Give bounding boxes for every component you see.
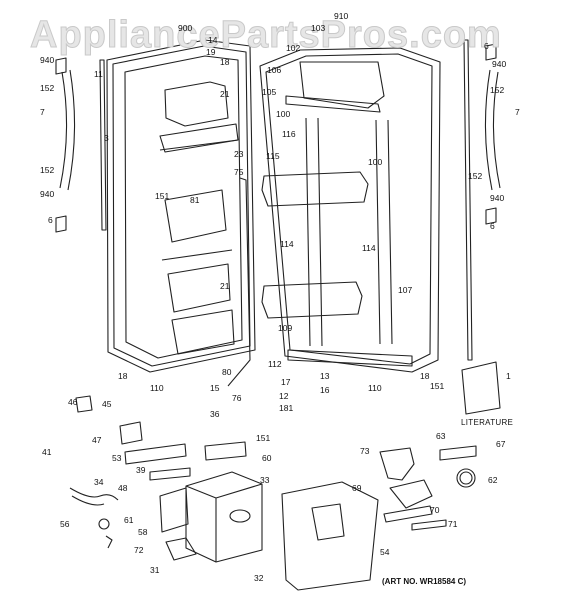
part-callout-18: 18	[220, 57, 230, 67]
part-callout-70: 70	[430, 505, 440, 515]
part-callout-6: 6	[48, 215, 53, 225]
part-callout-152: 152	[40, 165, 55, 175]
part-callout-81: 81	[190, 195, 200, 205]
part-callout-41: 41	[42, 447, 52, 457]
part-callout-62: 62	[488, 475, 498, 485]
part-callout-19: 19	[206, 47, 216, 57]
part-callout-1: 1	[506, 371, 511, 381]
part-callout-34: 34	[94, 477, 104, 487]
part-callout-76: 76	[232, 393, 242, 403]
part-callout-116: 116	[282, 129, 296, 139]
part-callout-11: 11	[94, 69, 103, 79]
part-callout-151: 151	[430, 381, 445, 391]
part-callout-71: 71	[448, 519, 458, 529]
part-callout-67: 67	[496, 439, 506, 449]
part-callout-21: 21	[220, 281, 230, 291]
part-callout-7: 7	[515, 107, 520, 117]
part-callout-6: 6	[484, 41, 489, 51]
part-callout-102: 102	[286, 43, 301, 53]
part-callout-100: 100	[368, 157, 383, 167]
part-callout-910: 910	[334, 11, 349, 21]
part-callout-110: 110	[368, 383, 382, 393]
part-callout-21: 21	[220, 89, 230, 99]
part-callout-3: 3	[104, 133, 109, 143]
part-callout-103: 103	[311, 23, 326, 33]
part-callout-13: 13	[320, 371, 330, 381]
part-callout-940: 940	[40, 55, 55, 65]
part-callout-114: 114	[362, 243, 376, 253]
part-callout-33: 33	[260, 475, 270, 485]
part-callout-45: 45	[102, 399, 112, 409]
part-callout-152: 152	[40, 83, 55, 93]
part-callout-151: 151	[155, 191, 170, 201]
part-callout-56: 56	[60, 519, 70, 529]
part-callout-152: 152	[468, 171, 483, 181]
part-callout-18: 18	[118, 371, 128, 381]
part-callout-18: 18	[420, 371, 430, 381]
part-callout-73: 73	[360, 446, 370, 456]
part-callout-80: 80	[222, 367, 232, 377]
part-callout-940: 940	[40, 189, 55, 199]
part-callout-109: 109	[278, 323, 293, 333]
part-callout-181: 181	[279, 403, 294, 413]
part-callout-151: 151	[256, 433, 271, 443]
part-callout-54: 54	[380, 547, 390, 557]
part-callout-32: 32	[254, 573, 264, 583]
part-callout-6: 6	[490, 221, 495, 231]
part-callout-7: 7	[40, 107, 45, 117]
watermark: AppliancePartsPros.com	[30, 14, 502, 57]
part-callout-152: 152	[490, 85, 505, 95]
part-callout-72: 72	[134, 545, 144, 555]
part-callout-940: 940	[490, 193, 505, 203]
part-callout-46: 46	[68, 397, 78, 407]
part-callout-53: 53	[112, 453, 122, 463]
part-callout-107: 107	[398, 285, 413, 295]
art-number: (ART NO. WR18584 C)	[382, 577, 467, 586]
part-callout-110: 110	[150, 383, 164, 393]
part-callout-58: 58	[138, 527, 148, 537]
part-callout-31: 31	[150, 565, 160, 575]
part-callout-69: 69	[352, 483, 362, 493]
literature-label: LITERATURE	[461, 418, 514, 427]
part-callout-75: 75	[234, 167, 244, 177]
part-callout-63: 63	[436, 431, 446, 441]
part-callout-14: 14	[208, 35, 218, 45]
part-callout-112: 112	[268, 359, 282, 369]
part-callout-12: 12	[279, 391, 289, 401]
part-callout-16: 16	[320, 385, 330, 395]
part-callout-36: 36	[210, 409, 220, 419]
part-callout-114: 114	[280, 239, 294, 249]
part-callout-17: 17	[281, 377, 291, 387]
part-callout-115: 115	[266, 151, 280, 161]
part-callout-940: 940	[492, 59, 507, 69]
part-callout-47: 47	[92, 435, 102, 445]
part-callout-100: 100	[276, 109, 291, 119]
part-callout-900: 900	[178, 23, 193, 33]
part-callout-61: 61	[124, 515, 134, 525]
part-callout-105: 105	[262, 87, 277, 97]
part-callout-48: 48	[118, 483, 128, 493]
part-callout-23: 23	[234, 149, 244, 159]
part-callout-15: 15	[210, 383, 220, 393]
part-callout-39: 39	[136, 465, 146, 475]
part-callout-106: 106	[267, 65, 282, 75]
part-callout-60: 60	[262, 453, 272, 463]
